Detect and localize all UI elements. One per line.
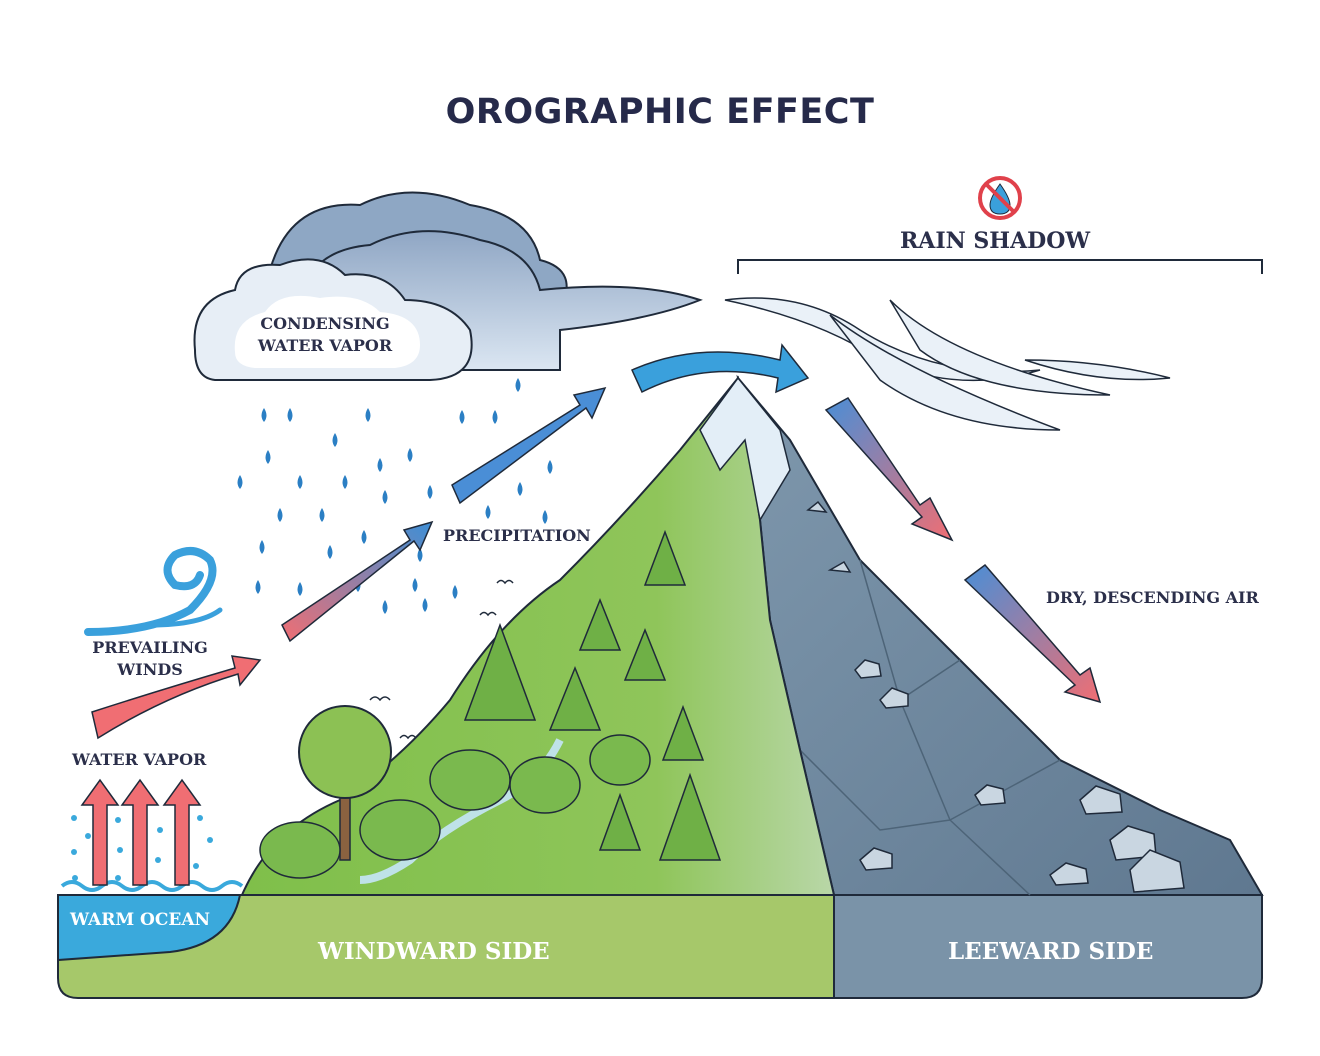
dry-air-label: DRY, DESCENDING AIR <box>1046 588 1259 607</box>
cloud-icon <box>193 191 703 381</box>
arrow-icon <box>91 343 1102 740</box>
prevailing-line-2: WINDS <box>117 660 183 679</box>
windward-side-label: WINDWARD SIDE <box>318 938 550 965</box>
water-vapor-arrows <box>80 778 202 886</box>
bird-icon <box>369 579 514 740</box>
rain-shadow-bracket <box>737 259 1263 274</box>
condensing-line-1: CONDENSING <box>260 314 390 333</box>
vapor-bubbles <box>71 815 213 881</box>
warm-ocean-label: WARM OCEAN <box>70 910 211 930</box>
trees <box>259 529 722 879</box>
dry-air-streaks <box>724 297 1171 431</box>
ocean <box>57 880 244 962</box>
page-title: OROGRAPHIC EFFECT <box>445 92 875 132</box>
condensing-line-2: WATER VAPOR <box>257 336 393 355</box>
leeward-side-label: LEEWARD SIDE <box>948 938 1154 965</box>
water-vapor-label: WATER VAPOR <box>72 750 207 769</box>
mountain-windward <box>240 375 836 896</box>
wind-swirl-icon <box>84 547 223 636</box>
rain-drop-icon <box>237 378 553 614</box>
ground <box>57 894 1263 999</box>
tree-icon <box>298 705 392 861</box>
condensing-label: CONDENSING WATER VAPOR <box>255 313 395 357</box>
rain-shadow-label: RAIN SHADOW <box>900 228 1091 254</box>
rocks <box>806 500 1185 893</box>
precipitation-label: PRECIPITATION <box>443 526 591 545</box>
prevailing-winds-label: PREVAILING WINDS <box>80 637 220 681</box>
prevailing-line-1: PREVAILING <box>92 638 208 657</box>
no-rain-icon <box>978 176 1022 220</box>
